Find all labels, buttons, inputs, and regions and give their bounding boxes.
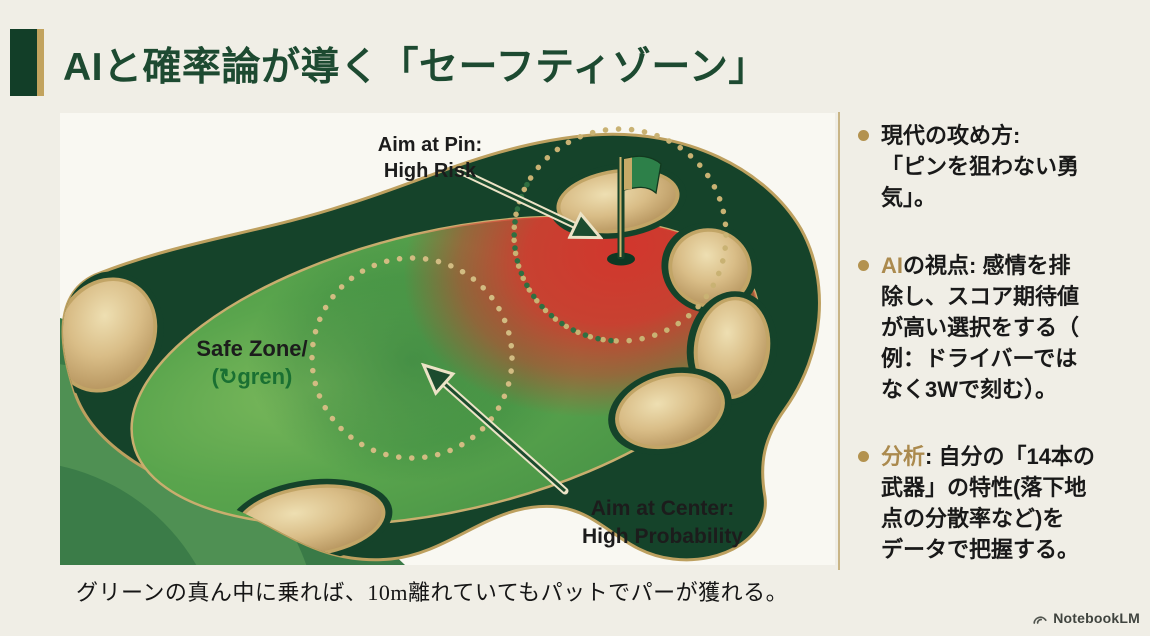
center-arrow [428, 369, 569, 495]
bullet-body: : 自分の「14本の 武器」の特性(落下地 点の分散率など)を データで把握する… [881, 444, 1095, 562]
footer-brand: NotebookLM [1032, 610, 1140, 626]
bullet-text: 分析: 自分の「14本の 武器」の特性(落下地 点の分散率など)を データで把握… [881, 441, 1095, 565]
diagram-caption: グリーンの真ん中に乗れば、10m離れていてもパットでパーが獲れる。 [76, 580, 789, 605]
footer-brand-text: NotebookLM [1053, 610, 1140, 626]
title-accent-bar-gold [37, 29, 44, 96]
bullet-dot [858, 451, 869, 462]
bullet-highlight: AI [881, 253, 903, 278]
risk-arrow [456, 167, 595, 235]
aim-at-pin-line1: Aim at Pin: [377, 134, 483, 156]
bullet-body: の視点: 感情を排 除し、スコア期待値 が高い選択をする（ 例：ドライバーでは … [881, 253, 1080, 402]
slide-title: AIと確率論が導く「セーフティゾーン」 [63, 46, 768, 89]
bunker-right-upper [661, 222, 759, 314]
golf-diagram: Aim at Pin: High Risk Safe Zone/ (↻gren)… [60, 113, 835, 565]
bullet-text: 現代の攻め方: 「ピンを狙わない勇 気」。 [881, 120, 1079, 213]
bunker-left [63, 271, 164, 399]
aim-at-center-line2: High Probability [581, 525, 743, 548]
sidebar-bullet-2: AIの視点: 感情を排 除し、スコア期待値 が高い選択をする（ 例：ドライバーで… [858, 250, 1144, 405]
bullet-dot [858, 130, 869, 141]
bunker-bottom-right [608, 367, 732, 455]
sidebar-bullet-1: 現代の攻め方: 「ピンを狙わない勇 気」。 [858, 120, 1144, 213]
pin-dotted-circle [511, 126, 729, 344]
aim-at-center-label: Aim at Center: High Probability [550, 495, 775, 551]
bullet-text: AIの視点: 感情を排 除し、スコア期待値 が高い選択をする（ 例：ドライバーで… [881, 250, 1079, 405]
bullet-dot [858, 260, 869, 271]
aim-at-center-line1: Aim at Center: [590, 497, 735, 520]
flag-icon [607, 155, 662, 266]
sidebar-bullet-3: 分析: 自分の「14本の 武器」の特性(落下地 点の分散率など)を データで把握… [858, 441, 1144, 565]
safe-zone-line1: Safe Zone/ [196, 336, 308, 361]
bullet-body: 現代の攻め方: 「ピンを狙わない勇 気」。 [881, 123, 1080, 210]
safe-zone-dotted-circle [309, 255, 515, 461]
golf-course-art [60, 126, 821, 565]
aim-at-pin-label: Aim at Pin: High Risk [330, 132, 530, 184]
aim-at-pin-line2: High Risk [383, 160, 477, 182]
sidebar-divider [838, 112, 840, 570]
bullet-highlight: 分析 [881, 444, 926, 469]
safe-zone-line2: (↻gren) [211, 364, 293, 389]
safe-zone-label: Safe Zone/ (↻gren) [152, 335, 352, 391]
title-accent-bar-green [10, 29, 37, 96]
bunkers [63, 163, 778, 560]
notebooklm-logo-icon [1033, 615, 1047, 624]
